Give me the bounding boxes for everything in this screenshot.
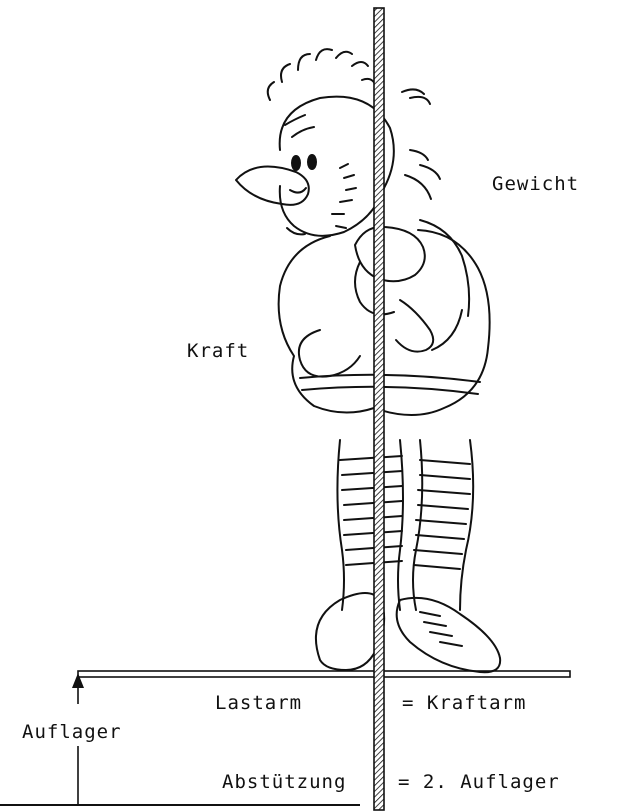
label-auflager: Auflager (22, 721, 122, 743)
label-abstuetzung: Abstützung (222, 771, 346, 793)
label-zweites-auflager: = 2. Auflager (398, 771, 560, 793)
label-kraftarm: = Kraftarm (402, 692, 526, 714)
vertical-pole (374, 8, 384, 810)
label-lastarm: Lastarm (215, 692, 302, 714)
lever-beam (78, 671, 570, 677)
label-gewicht: Gewicht (492, 173, 579, 195)
cartoon-figure (236, 49, 500, 672)
label-kraft: Kraft (187, 340, 249, 362)
